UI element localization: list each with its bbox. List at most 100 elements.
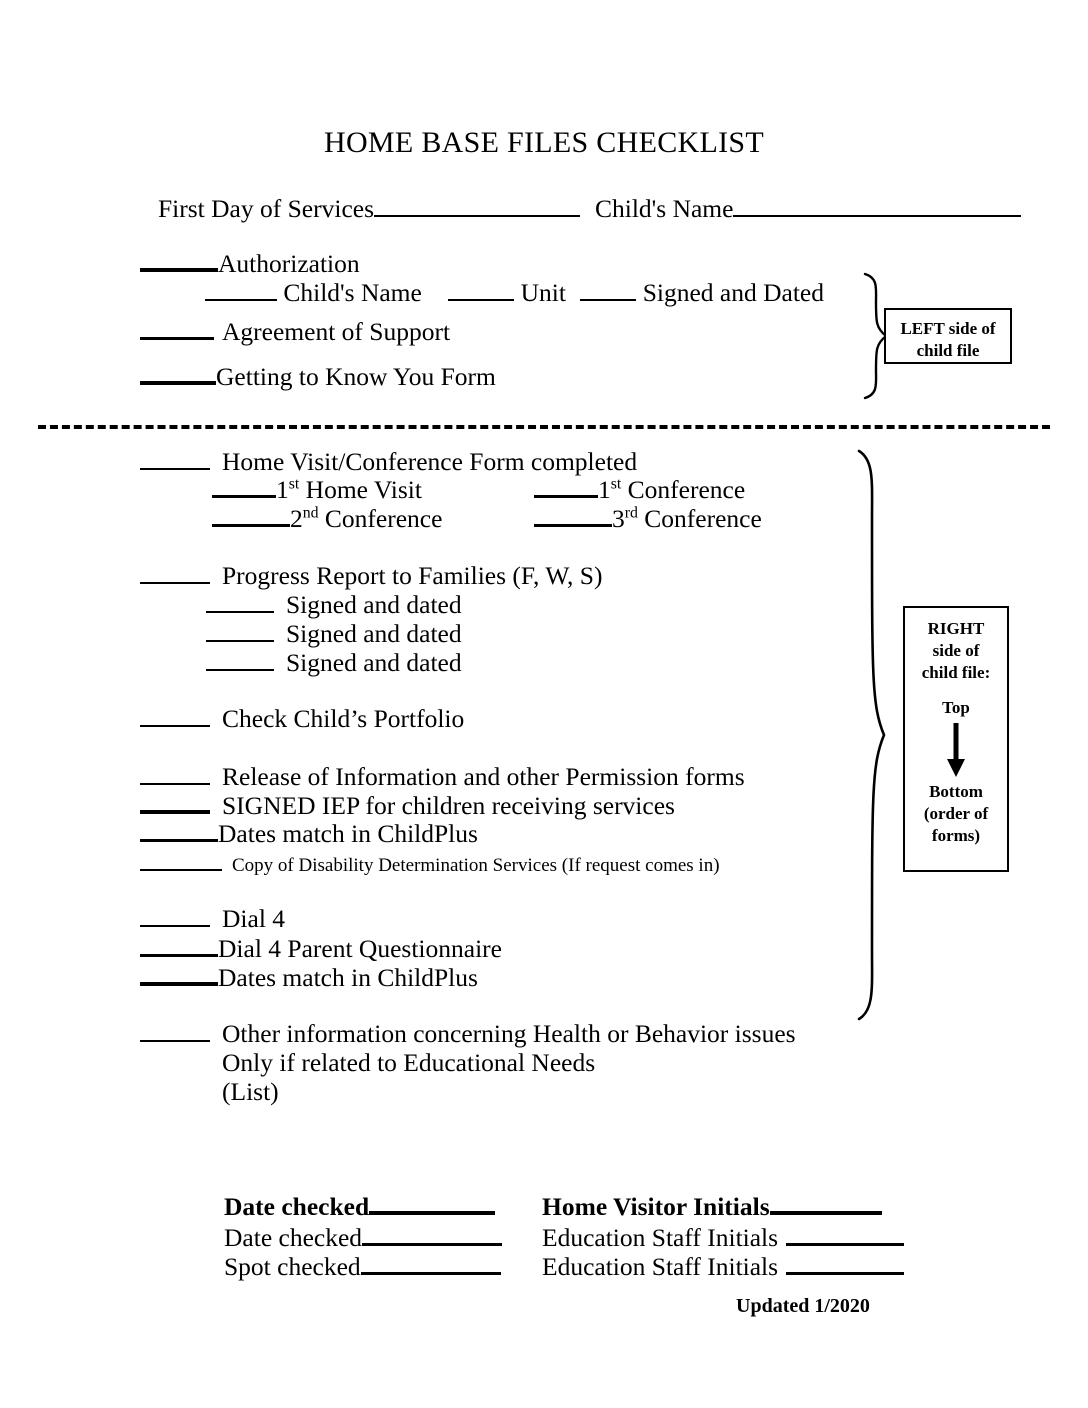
educational-needs-label: Only if related to Educational Needs	[222, 1048, 596, 1077]
home-visit-conference-blank[interactable]	[140, 468, 210, 470]
right-callout-line1: RIGHT	[927, 619, 985, 638]
checklist-item-agreement-of-support: Agreement of Support	[140, 319, 450, 345]
checklist-subitem-first-home-visit: 1st Home Visit	[212, 475, 422, 504]
third-conference-blank[interactable]	[534, 524, 612, 527]
release-of-information-blank[interactable]	[140, 783, 210, 785]
other-information-label: Other information concerning Health or B…	[222, 1019, 796, 1048]
getting-to-know-you-label: Getting to Know You Form	[216, 362, 496, 391]
checklist-item-signed-iep: SIGNED IEP for children receiving servic…	[140, 793, 675, 819]
signed-and-dated-label-3: Signed and dated	[286, 648, 462, 677]
check-childs-portfolio-blank[interactable]	[140, 725, 210, 727]
footer-spot-checked-input[interactable]	[360, 1272, 501, 1275]
first-home-visit-blank[interactable]	[212, 495, 276, 498]
checklist-item-release-of-information: Release of Information and other Permiss…	[140, 764, 745, 790]
checklist-subitem-signed-and-dated-2: Signed and dated	[206, 621, 462, 647]
footer-education-staff-initials-2: Education Staff Initials	[542, 1252, 905, 1281]
dates-match-childplus-label-1: Dates match in ChildPlus	[218, 819, 478, 848]
header-field-first-day-of-services: First Day of Services	[158, 194, 581, 223]
third-conference-label: Conference	[637, 504, 762, 533]
footer-date-checked-bold-label: Date checked	[224, 1192, 370, 1221]
list-label: (List)	[222, 1077, 279, 1106]
unit-sub-blank[interactable]	[448, 299, 515, 301]
childs-name-label: Child's Name	[595, 194, 734, 223]
checklist-item-progress-report: Progress Report to Families (F, W, S)	[140, 563, 602, 589]
right-callout-spacer	[905, 683, 1007, 697]
signed-and-dated-sub-blank[interactable]	[580, 299, 637, 301]
checklist-subitem-second-conference: 2nd Conference	[212, 504, 442, 533]
signed-and-dated-label-2: Signed and dated	[286, 619, 462, 648]
right-callout-top-label: Top	[942, 698, 970, 718]
progress-report-blank[interactable]	[140, 582, 210, 584]
footer-home-visitor-initials: Home Visitor Initials	[542, 1194, 882, 1220]
footer-date-checked-input[interactable]	[362, 1243, 503, 1246]
first-home-visit-label: Home Visit	[299, 475, 422, 504]
checklist-note-educational-needs: Only if related to Educational Needs	[222, 1050, 595, 1076]
home-visit-conference-label: Home Visit/Conference Form completed	[222, 447, 638, 476]
dial-4-parent-questionnaire-blank[interactable]	[140, 954, 218, 957]
footer-date-checked-bold: Date checked	[224, 1192, 496, 1221]
signed-and-dated-sub-label: Signed and Dated	[642, 278, 824, 307]
first-conference-ordinal: 1	[598, 475, 611, 504]
checklist-item-home-visit-conference-form: Home Visit/Conference Form completed	[140, 449, 637, 475]
check-childs-portfolio-label: Check Child’s Portfolio	[222, 704, 465, 733]
signed-iep-label: SIGNED IEP for children receiving servic…	[222, 791, 675, 820]
progress-report-label: Progress Report to Families (F, W, S)	[222, 561, 603, 590]
first-conference-blank[interactable]	[534, 495, 598, 498]
disability-determination-blank[interactable]	[140, 869, 222, 871]
unit-sub-label: Unit	[520, 278, 566, 307]
header-field-childs-name: Child's Name	[595, 194, 1022, 223]
footer-education-staff-initials-input-1[interactable]	[786, 1243, 905, 1246]
checklist-subitem-signed-and-dated-3: Signed and dated	[206, 650, 462, 676]
second-conference-ordinal-suffix: nd	[302, 504, 319, 522]
getting-to-know-you-blank[interactable]	[140, 381, 216, 385]
checklist-item-authorization: Authorization	[140, 251, 360, 277]
second-conference-blank[interactable]	[212, 524, 290, 527]
checklist-item-dates-match-childplus-1: Dates match in ChildPlus	[140, 821, 478, 847]
checklist-subitem-childs-name-unit-signed: Child's Name Unit Signed and Dated	[205, 280, 824, 306]
signed-and-dated-blank-1[interactable]	[206, 611, 274, 613]
dial-4-label: Dial 4	[222, 904, 286, 933]
agreement-of-support-blank[interactable]	[140, 337, 214, 340]
first-conference-ordinal-suffix: st	[610, 475, 622, 493]
signed-iep-blank[interactable]	[140, 810, 210, 814]
right-callout-bottom-line1: Bottom	[929, 782, 983, 801]
right-callout-line3: child file:	[921, 662, 991, 682]
footer-spot-checked: Spot checked	[224, 1254, 501, 1280]
first-conference-label: Conference	[621, 475, 746, 504]
dial-4-blank[interactable]	[140, 925, 210, 927]
section-divider	[38, 425, 1050, 429]
dates-match-childplus-label-2: Dates match in ChildPlus	[218, 963, 478, 992]
checklist-subitem-first-conference: 1st Conference	[534, 475, 746, 504]
footer-home-visitor-initials-input[interactable]	[769, 1211, 882, 1215]
childs-name-sub-blank[interactable]	[205, 299, 277, 301]
checklist-item-dial-4: Dial 4	[140, 906, 285, 932]
third-conference-ordinal: 3	[612, 504, 625, 533]
childs-name-input[interactable]	[733, 215, 1022, 217]
dates-match-childplus-blank-2[interactable]	[140, 982, 218, 986]
first-day-of-services-label: First Day of Services	[158, 194, 375, 223]
signed-and-dated-blank-3[interactable]	[206, 669, 274, 671]
checklist-item-dial-4-parent-questionnaire: Dial 4 Parent Questionnaire	[140, 936, 502, 962]
right-side-of-child-file-callout: RIGHT side of child file: Top Bottom (or…	[903, 606, 1009, 872]
updated-date: Updated 1/2020	[736, 1295, 870, 1317]
down-arrow-icon	[905, 719, 1007, 781]
first-home-visit-ordinal: 1	[276, 475, 289, 504]
authorization-checkbox-blank[interactable]	[140, 268, 218, 272]
left-side-of-child-file-callout: LEFT side of child file	[884, 308, 1012, 364]
footer-education-staff-initials-label-2: Education Staff Initials	[542, 1252, 779, 1281]
page-title: HOME BASE FILES CHECKLIST	[323, 126, 765, 159]
left-callout-line2: child file	[916, 340, 980, 360]
footer-date-checked-bold-input[interactable]	[369, 1211, 496, 1215]
first-day-of-services-input[interactable]	[374, 215, 581, 217]
second-conference-ordinal: 2	[290, 504, 303, 533]
footer-date-checked: Date checked	[224, 1225, 503, 1251]
checklist-item-check-childs-portfolio: Check Child’s Portfolio	[140, 706, 464, 732]
signed-and-dated-blank-2[interactable]	[206, 640, 274, 642]
footer-spot-checked-label: Spot checked	[224, 1252, 361, 1281]
authorization-label: Authorization	[218, 249, 360, 278]
dates-match-childplus-blank-1[interactable]	[140, 839, 218, 842]
disability-determination-label: Copy of Disability Determination Service…	[232, 855, 720, 876]
footer-education-staff-initials-input-2[interactable]	[786, 1272, 905, 1275]
other-information-blank[interactable]	[140, 1040, 210, 1042]
